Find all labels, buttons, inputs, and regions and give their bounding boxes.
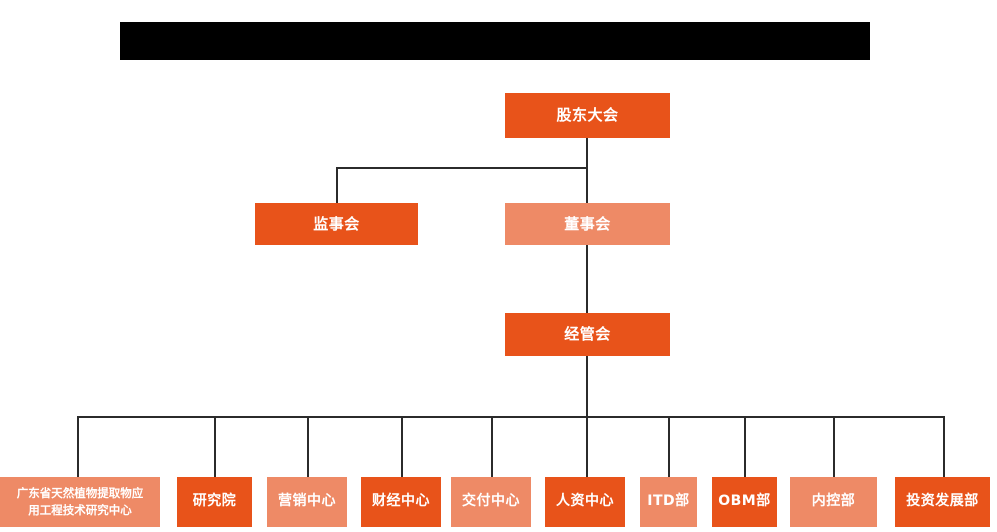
connector-drop-institute xyxy=(214,416,216,477)
connector-supervisors-down xyxy=(336,167,338,204)
connector-directors-management xyxy=(586,245,588,313)
node-dept-investment[interactable]: 投资发展部 xyxy=(895,477,990,527)
connector-drop-delivery xyxy=(491,416,493,477)
connector-drop-marketing xyxy=(307,416,309,477)
connector-drop-research-center xyxy=(77,416,79,477)
node-dept-institute[interactable]: 研究院 xyxy=(177,477,252,527)
connector-drop-finance xyxy=(401,416,403,477)
node-dept-marketing[interactable]: 营销中心 xyxy=(267,477,347,527)
node-dept-itd[interactable]: ITD部 xyxy=(640,477,697,527)
node-dept-finance[interactable]: 财经中心 xyxy=(361,477,441,527)
connector-department-rail xyxy=(77,416,944,418)
node-dept-delivery[interactable]: 交付中心 xyxy=(451,477,531,527)
connector-management-down xyxy=(586,356,588,417)
node-dept-research-center[interactable]: 广东省天然植物提取物应 用工程技术研究中心 xyxy=(0,477,160,527)
connector-directors-down xyxy=(586,167,588,204)
connector-drop-hr xyxy=(586,416,588,477)
connector-level2-bus xyxy=(336,167,588,169)
node-supervisors[interactable]: 监事会 xyxy=(255,203,418,245)
connector-drop-obm xyxy=(744,416,746,477)
connector-drop-internal-control xyxy=(833,416,835,477)
node-directors[interactable]: 董事会 xyxy=(505,203,670,245)
node-dept-internal-control[interactable]: 内控部 xyxy=(790,477,877,527)
node-management[interactable]: 经管会 xyxy=(505,313,670,356)
node-dept-obm[interactable]: OBM部 xyxy=(712,477,777,527)
redacted-title-bar xyxy=(120,22,870,60)
connector-drop-itd xyxy=(668,416,670,477)
node-dept-hr[interactable]: 人资中心 xyxy=(545,477,625,527)
connector-drop-investment xyxy=(943,416,945,477)
node-shareholders[interactable]: 股东大会 xyxy=(505,93,670,138)
connector-shareholders-down xyxy=(586,138,588,168)
